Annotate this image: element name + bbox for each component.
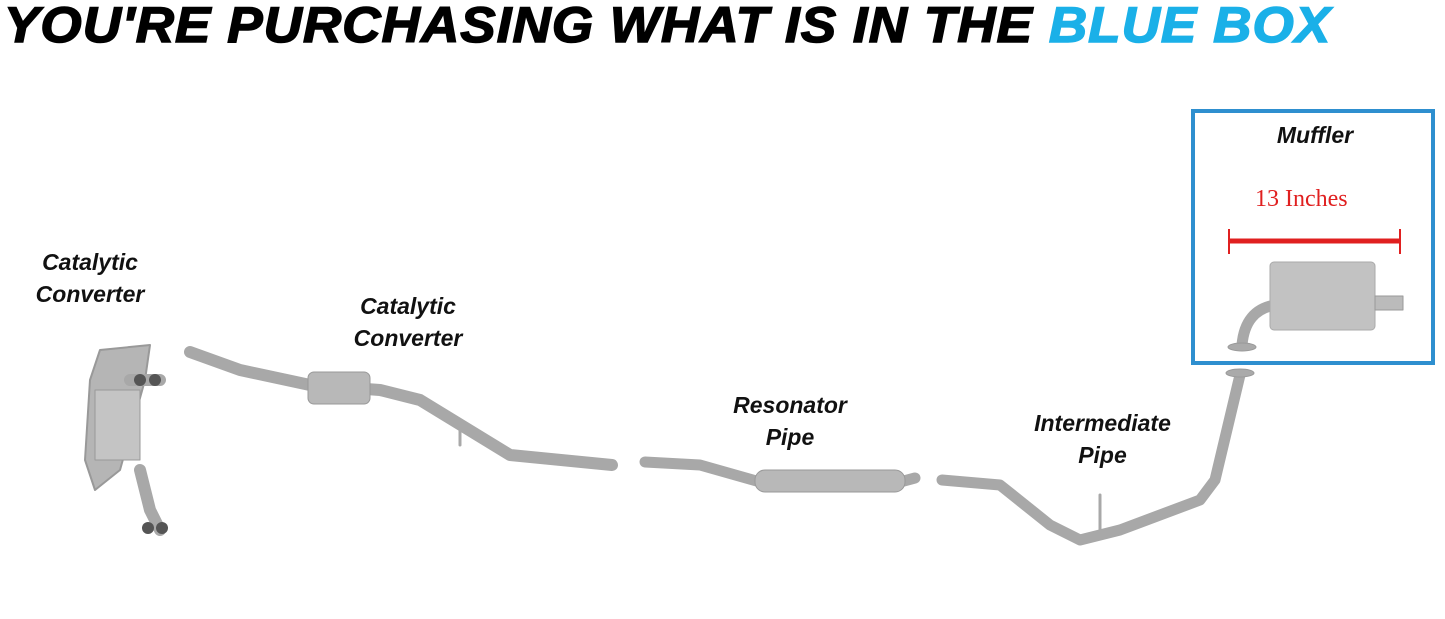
- label-line: Resonator: [733, 392, 847, 418]
- catalytic-converter-manifold: [84, 344, 168, 536]
- resonator-pipe: [639, 456, 921, 493]
- label-line: Catalytic: [360, 293, 456, 319]
- label-line: Pipe: [765, 424, 815, 450]
- measurement-label: 13 Inches: [1255, 186, 1348, 212]
- headline-text: YOU'RE PURCHASING WHAT IS IN THE: [3, 0, 1034, 54]
- measurement-bar: [1228, 229, 1401, 254]
- blue-box-highlight: [1191, 109, 1435, 365]
- muffler-part: [1227, 261, 1404, 352]
- label-line: Pipe: [1078, 442, 1127, 468]
- intermediate-pipe: [936, 368, 1255, 546]
- label-muffler: Muffler: [1276, 122, 1354, 148]
- headline-highlight: BLUE BOX: [1048, 0, 1332, 54]
- label-line: Converter: [35, 281, 145, 307]
- headline: YOU'RE PURCHASING WHAT IS IN THE BLUE BO…: [3, 0, 1332, 54]
- label-line: Catalytic: [42, 249, 138, 275]
- label-line: Converter: [353, 325, 463, 351]
- label-line: Intermediate: [1034, 410, 1171, 436]
- front-pipe-with-converter: [184, 346, 618, 471]
